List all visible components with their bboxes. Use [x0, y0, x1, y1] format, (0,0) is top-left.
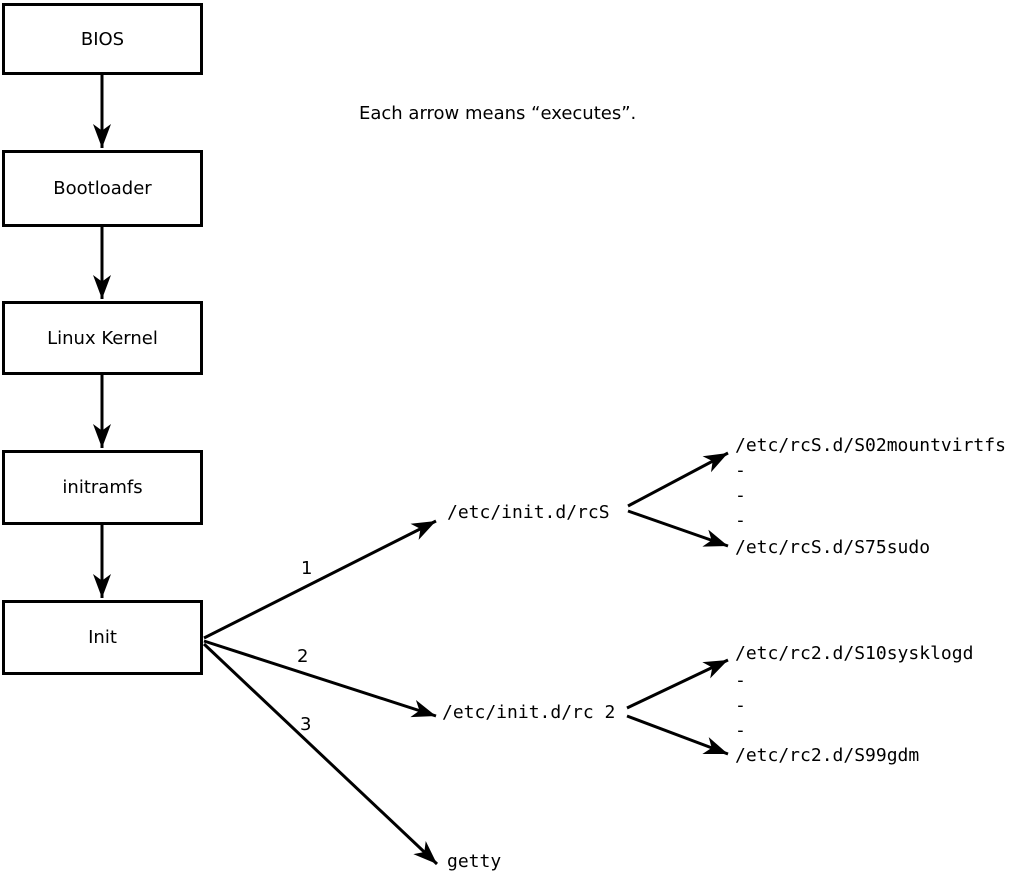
- node-rc2-child-ellipsis-1: -: [735, 670, 746, 691]
- node-rc2-child-ellipsis-3: -: [735, 720, 746, 741]
- node-rcs-child-s02mountvirtfs: /etc/rcS.d/S02mountvirtfs: [735, 435, 1006, 456]
- arrow-rc2-to-s99: [626, 714, 729, 756]
- node-rcs-child-ellipsis-2: -: [735, 485, 746, 506]
- node-rcs-script: /etc/init.d/rcS: [447, 502, 610, 523]
- node-initramfs: initramfs: [2, 450, 203, 525]
- node-getty: getty: [447, 851, 502, 872]
- node-bootloader-label: Bootloader: [53, 178, 152, 199]
- arrow-rc2-to-s10: [626, 658, 729, 710]
- arrow-init-to-getty: [202, 642, 439, 866]
- node-linux-kernel: Linux Kernel: [2, 301, 203, 375]
- node-bios: BIOS: [2, 3, 203, 75]
- node-init-label: Init: [88, 627, 117, 648]
- arrow-rcs-to-s02: [627, 451, 729, 508]
- node-rcs-child-ellipsis-3: -: [735, 510, 746, 531]
- node-initramfs-label: initramfs: [62, 477, 143, 498]
- node-rc2-child-s10sysklogd: /etc/rc2.d/S10sysklogd: [735, 643, 974, 664]
- arrow-init-to-rc2: [203, 639, 437, 718]
- node-rc2-child-s99gdm: /etc/rc2.d/S99gdm: [735, 745, 920, 766]
- branch-2-number: 2: [297, 646, 309, 667]
- node-rcs-child-ellipsis-1: -: [735, 460, 746, 481]
- branch-1-number: 1: [301, 558, 313, 579]
- node-bios-label: BIOS: [80, 28, 125, 50]
- node-rc2-child-ellipsis-2: -: [735, 695, 746, 716]
- arrow-init-to-rcs: [203, 519, 437, 640]
- branch-3-number: 3: [300, 714, 312, 735]
- node-rcs-child-s75sudo: /etc/rcS.d/S75sudo: [735, 537, 931, 558]
- node-bootloader: Bootloader: [2, 150, 203, 227]
- node-linux-kernel-label: Linux Kernel: [47, 327, 158, 349]
- arrow-rcs-to-s75: [627, 509, 729, 548]
- legend-note: Each arrow means “executes”.: [359, 103, 637, 124]
- node-init: Init: [2, 600, 203, 675]
- node-rc2-script: /etc/init.d/rc 2: [442, 702, 616, 723]
